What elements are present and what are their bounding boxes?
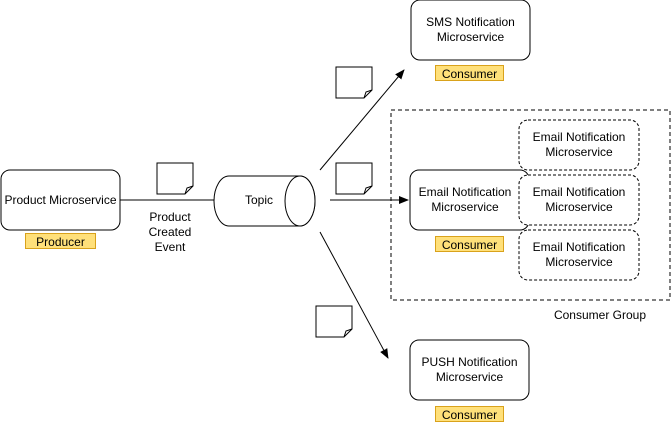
topic-to-sms-arrow	[319, 69, 405, 171]
push-badge: Consumer	[435, 406, 504, 422]
message-document-icon	[315, 305, 353, 338]
push-label: PUSH Notification Microservice	[421, 355, 518, 384]
sms-badge: Consumer	[435, 65, 504, 81]
email-instance-box-2[interactable]	[518, 174, 640, 226]
message-document-icon	[156, 162, 194, 195]
topic-label: Topic	[244, 192, 273, 207]
producer-label: Product Microservice	[4, 192, 117, 207]
event-label: Product Created Event	[148, 209, 192, 254]
sms-box[interactable]	[410, 0, 531, 61]
email-instance-box-3[interactable]	[518, 229, 640, 281]
email-instance-box-1[interactable]	[518, 119, 640, 171]
message-document-icon	[335, 162, 373, 195]
topic-to-push-arrow	[319, 231, 389, 359]
email-instance-label: Email Notification Microservice	[532, 240, 626, 269]
topic-cylinder[interactable]	[213, 175, 316, 227]
email-badge: Consumer	[435, 236, 504, 252]
consumer-group-label: Consumer Group	[553, 307, 647, 322]
email-instance-label: Email Notification Microservice	[532, 130, 626, 159]
email-instance-label: Email Notification Microservice	[532, 185, 626, 214]
email-label: Email Notification Microservice	[418, 185, 512, 214]
producer-badge: Producer	[25, 233, 96, 249]
push-box[interactable]	[409, 339, 530, 401]
consumer-group-box	[390, 109, 671, 301]
sms-label: SMS Notification Microservice	[426, 15, 515, 44]
message-document-icon	[335, 66, 373, 99]
